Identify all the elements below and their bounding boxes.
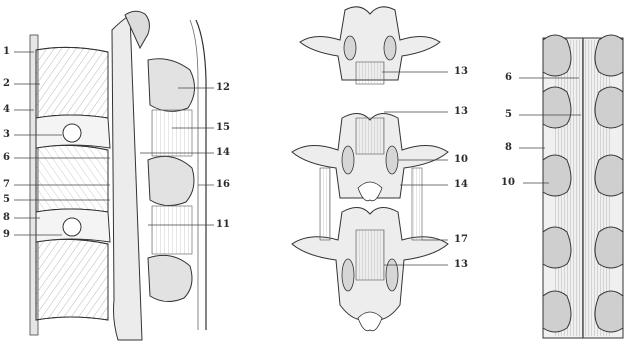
label-7: 7 <box>3 180 10 190</box>
label-2: 2 <box>3 79 10 89</box>
label-10-right: 10 <box>501 178 515 188</box>
label-14: 14 <box>216 148 230 158</box>
label-17: 17 <box>454 235 468 245</box>
label-14-mid: 14 <box>454 180 468 190</box>
label-3: 3 <box>3 130 10 140</box>
anterior-column-drawing <box>495 0 627 342</box>
label-6: 6 <box>3 153 10 163</box>
sagittal-spine-panel: 1 2 4 3 6 7 5 8 9 12 15 14 16 11 <box>0 0 235 342</box>
label-16: 16 <box>216 180 230 190</box>
sagittal-spine-drawing <box>0 0 235 342</box>
label-11: 11 <box>216 220 230 230</box>
label-9: 9 <box>3 230 10 240</box>
label-8: 8 <box>3 213 10 223</box>
label-12: 12 <box>216 83 230 93</box>
label-5-right: 5 <box>505 110 512 120</box>
anterior-column-panel: 6 5 8 10 <box>495 0 627 342</box>
label-8-right: 8 <box>505 143 512 153</box>
label-4: 4 <box>3 105 10 115</box>
label-13-middle: 13 <box>454 107 468 117</box>
posterior-vertebrae-drawing <box>290 0 480 342</box>
label-5: 5 <box>3 195 10 205</box>
label-1: 1 <box>3 47 10 57</box>
label-13-bottom: 13 <box>454 260 468 270</box>
label-15: 15 <box>216 123 230 133</box>
label-6-right: 6 <box>505 73 512 83</box>
label-10: 10 <box>454 155 468 165</box>
posterior-vertebrae-panel: 13 13 10 14 17 13 <box>290 0 480 342</box>
label-13-top: 13 <box>454 67 468 77</box>
